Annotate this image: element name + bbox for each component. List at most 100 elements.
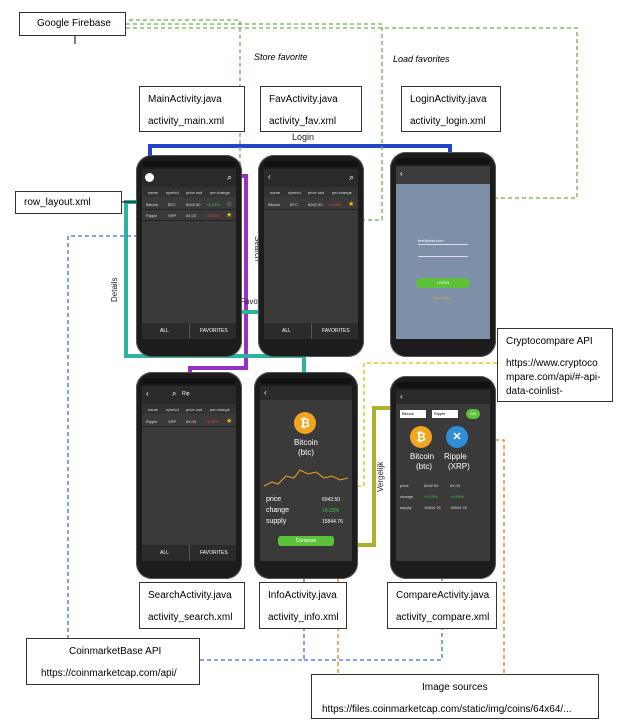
- avatar-icon[interactable]: [145, 173, 154, 182]
- info-coin-symbol: (btc): [298, 448, 314, 457]
- compare-java-label: CompareActivity.java: [396, 590, 490, 601]
- cryptocompare-url-1: https://www.cryptoco: [506, 358, 598, 369]
- compare-activity-box: CompareActivity.java activity_compare.xm…: [387, 582, 497, 629]
- row-layout-label: row_layout.xml: [24, 197, 91, 208]
- login-java-label: LoginActivity.java: [410, 94, 487, 105]
- image-line-compare: [478, 439, 505, 680]
- compare-row: price 6042.50 64.03: [400, 483, 461, 488]
- info-change-value: +5.23%: [322, 508, 340, 514]
- coinmarket-line-compare: [304, 540, 443, 661]
- info-supply-label: supply: [266, 518, 287, 525]
- login-xml-label: activity_login.xml: [410, 116, 486, 127]
- tab-all[interactable]: ALL: [160, 328, 169, 334]
- cryptocompare-box: Cryptocompare API https://www.cryptoco m…: [497, 328, 613, 402]
- info-change-label: change: [266, 507, 289, 514]
- coinmarket-line-main: [67, 235, 178, 641]
- go-button[interactable]: GO: [466, 409, 480, 419]
- login-button[interactable]: LOGIN: [416, 278, 470, 288]
- info-supply-value: 15844.76: [322, 519, 343, 525]
- login-activity-box: LoginActivity.java activity_login.xml: [401, 86, 501, 132]
- row-layout-box: row_layout.xml: [15, 191, 122, 214]
- tab-favorites[interactable]: FAVORITES: [322, 328, 350, 334]
- tab-all[interactable]: ALL: [282, 328, 291, 334]
- price-sparkline: [264, 469, 348, 487]
- main-activity-box: MainActivity.java activity_main.xml: [139, 86, 245, 132]
- login-label: Login: [292, 132, 315, 142]
- star-outline-icon[interactable]: ☆: [226, 201, 233, 208]
- compare-row: change +5.23% +6.05%: [400, 494, 464, 499]
- search-icon[interactable]: ⌕: [348, 172, 354, 182]
- phone-login: ‹ test@test.com LOGIN REGISTER: [390, 152, 496, 357]
- register-link[interactable]: REGISTER: [434, 296, 450, 300]
- main-xml-label: activity_main.xml: [148, 116, 225, 127]
- coinmarket-box: CoinmarketBase API https://coinmarketcap…: [26, 638, 200, 685]
- phone-compare: ‹ Bitcoin Ripple GO ₿ ✕ Bitcoin Ripple (…: [390, 376, 496, 579]
- star-filled-icon[interactable]: ★: [226, 418, 233, 425]
- cryptocompare-url-2: mpare.com/api/#-api-: [506, 372, 601, 383]
- bitcoin-logo-icon: ₿: [294, 412, 316, 434]
- store-favorite-label: Store favorite: [254, 52, 308, 62]
- search-icon: ⌕: [172, 389, 177, 398]
- back-icon[interactable]: ‹: [264, 388, 267, 397]
- fav-java-label: FavActivity.java: [269, 94, 338, 105]
- cryptocompare-title: Cryptocompare API: [506, 336, 593, 347]
- info-price-value: 6042.50: [322, 497, 341, 503]
- bottom-tabs: ALL FAVORITES: [142, 323, 236, 339]
- favorites-label: Favorites: [240, 297, 273, 306]
- main-java-label: MainActivity.java: [148, 94, 222, 105]
- firebase-box: Google Firebase: [19, 12, 126, 36]
- cryptocompare-url-3: data-coinlist-: [506, 386, 563, 397]
- image-sources-title: Image sources: [422, 682, 488, 693]
- info-price-label: price: [266, 496, 282, 503]
- back-icon[interactable]: ‹: [400, 169, 403, 178]
- info-xml-label: activity_info.xml: [268, 612, 339, 623]
- info-java-label: InfoActivity.java: [268, 590, 337, 601]
- compare-button[interactable]: Compare: [278, 536, 334, 546]
- back-icon[interactable]: ‹: [400, 392, 403, 401]
- back-icon[interactable]: ‹: [146, 389, 149, 398]
- coinmarket-url: https://coinmarketcap.com/api/: [41, 668, 177, 679]
- ripple-logo-icon: ✕: [446, 426, 468, 448]
- coin1-input[interactable]: Bitcoin: [400, 410, 426, 418]
- fav-activity-box: FavActivity.java activity_fav.xml: [260, 86, 362, 132]
- load-favorites-label: Load favorites: [393, 54, 450, 64]
- compare-xml-label: activity_compare.xml: [396, 612, 490, 623]
- bottom-tabs: ALL FAVORITES: [264, 323, 358, 339]
- search-input[interactable]: Rip: [182, 391, 190, 397]
- cmp-coin1-symbol: (btc): [416, 462, 432, 471]
- image-sources-box: Image sources https://files.coinmarketca…: [311, 674, 599, 719]
- search-java-label: SearchActivity.java: [148, 590, 232, 601]
- back-icon[interactable]: ‹: [268, 172, 271, 181]
- info-activity-box: InfoActivity.java activity_info.xml: [259, 582, 347, 629]
- info-coin-name: Bitcoin: [293, 438, 318, 447]
- tab-favorites[interactable]: FAVORITES: [200, 550, 228, 556]
- fav-xml-label: activity_fav.xml: [269, 116, 337, 127]
- search-xml-label: activity_search.xml: [148, 612, 233, 623]
- load-favorites-line: [126, 27, 578, 199]
- cmp-coin2-symbol: (XRP): [448, 462, 470, 471]
- coin2-input[interactable]: Ripple: [432, 410, 458, 418]
- firebase-title: Google Firebase: [37, 18, 111, 29]
- cmp-coin2-name: Ripple: [444, 452, 467, 461]
- bottom-tabs: ALL FAVORITES: [142, 545, 236, 561]
- star-filled-icon[interactable]: ★: [348, 201, 355, 208]
- cmp-coin1-name: Bitcoin: [410, 452, 435, 461]
- login-email-field[interactable]: test@test.com: [418, 238, 444, 243]
- star-filled-icon[interactable]: ★: [226, 212, 233, 219]
- search-icon[interactable]: ⌕: [226, 172, 232, 182]
- tab-favorites[interactable]: FAVORITES: [200, 328, 228, 334]
- login-password-field[interactable]: [418, 256, 468, 257]
- tab-all[interactable]: ALL: [160, 550, 169, 556]
- vergelijk-label: Vergelijk: [376, 461, 385, 492]
- search-activity-box: SearchActivity.java activity_search.xml: [139, 582, 245, 629]
